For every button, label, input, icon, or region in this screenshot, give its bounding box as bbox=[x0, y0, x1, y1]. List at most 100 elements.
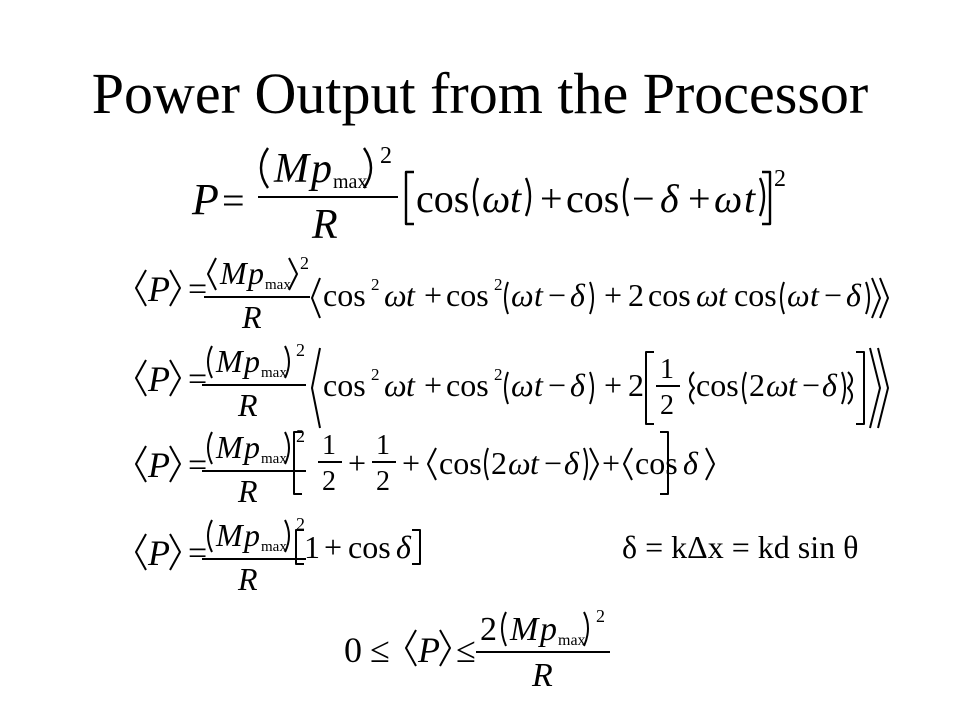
svg-text:t: t bbox=[530, 445, 540, 481]
svg-text:−: − bbox=[548, 277, 566, 313]
svg-text:2: 2 bbox=[628, 277, 644, 313]
svg-text:2: 2 bbox=[480, 611, 497, 648]
svg-text:P: P bbox=[147, 533, 170, 573]
inequality: 0 ≤ P ≤ 2 M p max 2 R bbox=[344, 606, 610, 694]
svg-text:p: p bbox=[538, 611, 557, 648]
svg-text:ω: ω bbox=[384, 367, 407, 403]
svg-text:2: 2 bbox=[296, 426, 305, 446]
svg-text:+: + bbox=[424, 277, 442, 313]
svg-text:1: 1 bbox=[304, 529, 320, 565]
svg-text:R: R bbox=[311, 202, 338, 248]
svg-text:t: t bbox=[534, 367, 544, 403]
svg-text:+: + bbox=[402, 445, 420, 481]
svg-text:P: P bbox=[417, 630, 440, 670]
svg-text:cos: cos bbox=[446, 367, 489, 403]
svg-text:+: + bbox=[688, 176, 711, 221]
svg-text:M: M bbox=[215, 429, 245, 465]
svg-text:2: 2 bbox=[494, 365, 503, 384]
svg-text:+: + bbox=[604, 277, 622, 313]
svg-text:ω: ω bbox=[696, 277, 719, 313]
svg-text:2: 2 bbox=[774, 166, 786, 192]
svg-text:cos: cos bbox=[696, 367, 739, 403]
svg-text:=: = bbox=[188, 535, 207, 572]
svg-text:=: = bbox=[188, 361, 207, 398]
svg-text:P: P bbox=[147, 359, 170, 399]
bracket-right bbox=[762, 170, 772, 226]
paren-right bbox=[363, 147, 373, 189]
svg-text:p: p bbox=[242, 429, 260, 465]
svg-text:δ: δ bbox=[570, 277, 586, 313]
svg-text:2: 2 bbox=[491, 445, 507, 481]
svg-text:2: 2 bbox=[494, 275, 503, 294]
svg-text:δ: δ bbox=[660, 176, 680, 221]
svg-text:M: M bbox=[219, 255, 249, 291]
svg-text:ω: ω bbox=[511, 367, 534, 403]
svg-text:ω: ω bbox=[482, 176, 510, 221]
svg-text:−: − bbox=[632, 176, 655, 221]
svg-text:=: = bbox=[188, 447, 207, 484]
svg-text:cos: cos bbox=[323, 367, 366, 403]
svg-text:cos: cos bbox=[416, 176, 469, 221]
svg-text:M: M bbox=[215, 343, 245, 379]
svg-text:ω: ω bbox=[714, 176, 742, 221]
svg-text:ω: ω bbox=[384, 277, 407, 313]
svg-text:+: + bbox=[604, 367, 622, 403]
svg-text:cos: cos bbox=[635, 445, 678, 481]
svg-text:cos: cos bbox=[446, 277, 489, 313]
svg-text:2: 2 bbox=[322, 466, 336, 497]
svg-text:2: 2 bbox=[371, 365, 380, 384]
svg-text:=: = bbox=[222, 178, 245, 223]
svg-text:1: 1 bbox=[322, 430, 336, 461]
svg-text:ω: ω bbox=[787, 277, 810, 313]
svg-text:ω: ω bbox=[511, 277, 534, 313]
svg-text:t: t bbox=[744, 176, 756, 221]
bracket-left bbox=[404, 170, 414, 226]
equation-5: P = M p max 2 R 1 + cos δ δ = kΔx = kd s… bbox=[135, 514, 858, 597]
svg-text:R: R bbox=[531, 657, 553, 694]
svg-text:2: 2 bbox=[596, 606, 605, 626]
svg-text:max: max bbox=[261, 365, 287, 381]
relation-delta: δ = kΔx = kd sin θ bbox=[622, 529, 858, 565]
svg-text:+: + bbox=[602, 445, 620, 481]
svg-text:0: 0 bbox=[344, 630, 362, 670]
svg-text:p: p bbox=[246, 255, 264, 291]
svg-text:cos: cos bbox=[439, 445, 482, 481]
svg-text:M: M bbox=[215, 517, 245, 553]
svg-text:p: p bbox=[242, 517, 260, 553]
svg-text:δ: δ bbox=[822, 367, 838, 403]
svg-text:δ: δ bbox=[570, 367, 586, 403]
svg-text:ω: ω bbox=[508, 445, 531, 481]
equation-3: P = M p max 2 R cos 2 ω t + cos 2 ω t − … bbox=[135, 340, 889, 429]
svg-text:cos: cos bbox=[734, 277, 777, 313]
svg-text:2: 2 bbox=[376, 466, 390, 497]
svg-text:R: R bbox=[237, 387, 258, 423]
slide-title: Power Output from the Processor bbox=[91, 61, 869, 126]
svg-text:≤: ≤ bbox=[456, 630, 476, 670]
svg-text:cos: cos bbox=[566, 176, 619, 221]
svg-text:t: t bbox=[406, 367, 416, 403]
svg-text:2: 2 bbox=[296, 514, 305, 534]
svg-text:max: max bbox=[558, 632, 586, 649]
equation-1: P = M p max 2 R cos ω t + cos − δ + ω t bbox=[191, 143, 786, 248]
svg-text:t: t bbox=[718, 277, 728, 313]
paren-left bbox=[259, 147, 269, 189]
svg-text:2: 2 bbox=[660, 390, 674, 421]
svg-text:t: t bbox=[534, 277, 544, 313]
svg-text:max: max bbox=[261, 539, 287, 555]
svg-text:−: − bbox=[824, 277, 842, 313]
svg-text:2: 2 bbox=[371, 275, 380, 294]
svg-text:+: + bbox=[324, 529, 342, 565]
svg-text:2: 2 bbox=[300, 253, 309, 273]
equation-2: P = M p max 2 R cos 2 ω t + cos 2 ω t − … bbox=[135, 253, 889, 335]
svg-text:2: 2 bbox=[380, 143, 392, 169]
svg-text:cos: cos bbox=[323, 277, 366, 313]
svg-text:1: 1 bbox=[660, 354, 674, 385]
svg-text:t: t bbox=[510, 176, 522, 221]
svg-text:cos: cos bbox=[348, 529, 391, 565]
svg-text:+: + bbox=[424, 367, 442, 403]
svg-text:P: P bbox=[147, 445, 170, 485]
svg-text:+: + bbox=[348, 445, 366, 481]
svg-text:P: P bbox=[191, 175, 219, 224]
